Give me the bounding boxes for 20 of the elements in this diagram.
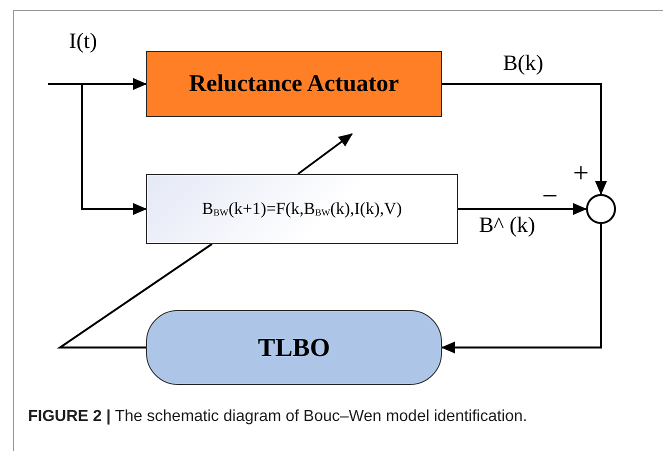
node-label: B$_{BW}$(k+1)=F(k,B$_{BW}$(k),I(k),V) bbox=[202, 199, 402, 219]
summing-junction bbox=[586, 194, 616, 224]
edge-label: I(t) bbox=[68, 30, 98, 52]
sign-label: + bbox=[572, 160, 590, 188]
arrow bbox=[458, 203, 587, 215]
arrow bbox=[442, 83, 607, 195]
sign-label: − bbox=[541, 183, 559, 211]
edge-label: B(k) bbox=[502, 52, 544, 74]
process-box bbox=[146, 51, 442, 117]
arrow bbox=[48, 78, 147, 90]
connector-line bbox=[56, 243, 213, 348]
rounded-process-box bbox=[146, 310, 442, 385]
arrow bbox=[441, 224, 602, 354]
arrow bbox=[297, 133, 353, 175]
edge-label: B^ (k) bbox=[478, 214, 536, 236]
node-label: TLBO bbox=[258, 332, 330, 362]
node-label: Reluctance Actuator bbox=[189, 70, 399, 98]
arrow bbox=[81, 84, 147, 215]
figure-caption: FIGURE 2 | The schematic diagram of Bouc–Wen model identification. bbox=[28, 408, 528, 426]
model-box bbox=[146, 174, 458, 244]
